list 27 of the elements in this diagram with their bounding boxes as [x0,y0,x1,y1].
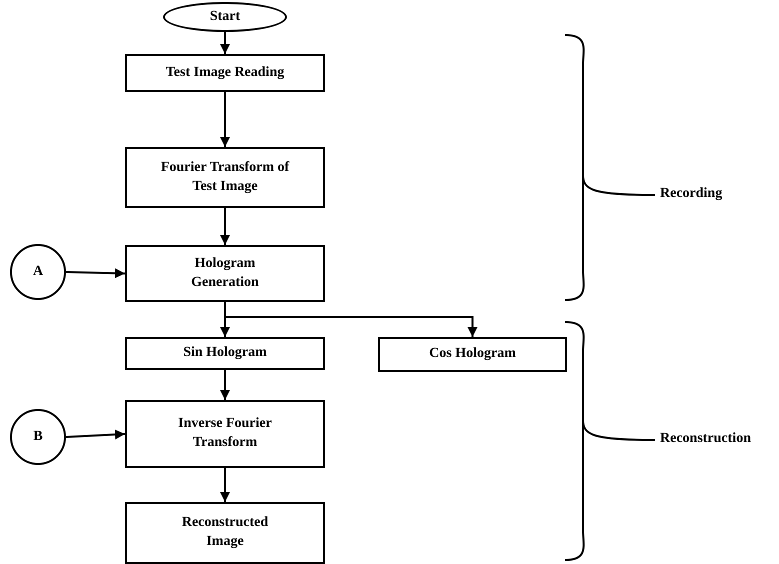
arrow [66,268,126,278]
node-text: Cos Hologram [428,345,517,364]
arrow [220,370,230,400]
node-text: Sin Hologram [182,344,268,362]
process-box [125,502,325,564]
process-box [125,54,325,92]
node-text: B [32,428,44,446]
node-text: Test Image Reading [164,64,286,82]
process-box [125,147,325,208]
node-text: Reconstructed Image [180,514,270,551]
group-label: Reconstruction [660,431,751,447]
arrow [220,32,230,54]
arrow [220,468,230,502]
arrow [224,302,478,337]
process-box [125,400,325,468]
arrow [220,92,230,147]
node-text: A [32,262,44,281]
group-label: Recording [660,186,722,202]
process-box [378,337,567,372]
arrow [220,208,230,245]
node-text: Inverse Fourier Transform [177,415,273,452]
arrow [66,430,126,440]
node-text: Fourier Transform of Test Image [160,158,290,196]
node-text: Hologram Generation [190,254,260,292]
process-box [125,337,325,370]
process-box [125,245,325,302]
node-text: Start [208,8,242,26]
